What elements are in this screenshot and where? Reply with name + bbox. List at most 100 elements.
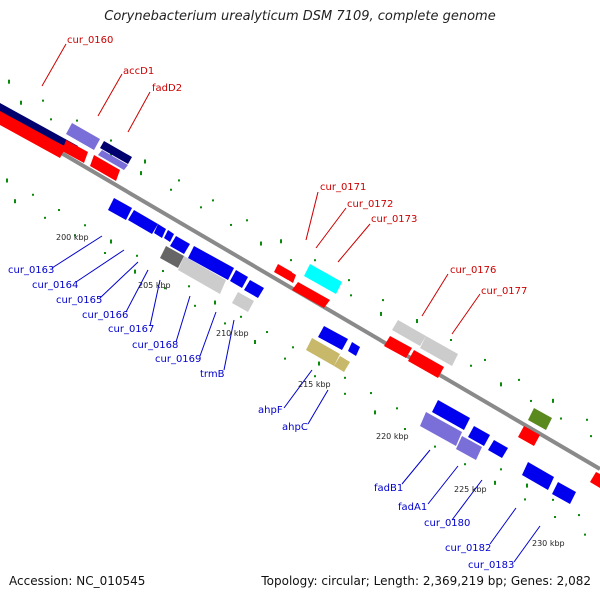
gc-skew-dot bbox=[518, 378, 520, 381]
gene-label: accD1 bbox=[123, 66, 154, 77]
gene-ahpC bbox=[334, 356, 350, 372]
reverse-strand-features bbox=[108, 198, 576, 504]
gene-cur_0164 bbox=[128, 210, 158, 234]
gene-label: cur_0160 bbox=[67, 35, 113, 46]
gc-skew-dot bbox=[32, 193, 34, 196]
gc-skew-dot bbox=[494, 480, 496, 485]
gene-label: cur_0172 bbox=[347, 199, 393, 210]
gc-skew-dot bbox=[8, 79, 10, 84]
gene-cur_0167 bbox=[170, 236, 190, 254]
scale-label: 200 kbp bbox=[56, 233, 89, 242]
gene-labels-reverse: cur_0163 cur_0164 cur_0165 cur_0166 cur_… bbox=[8, 265, 514, 571]
gc-skew-dot bbox=[104, 252, 106, 255]
cds-forward-red-5 bbox=[285, 270, 296, 283]
gc-skew-dot bbox=[314, 375, 316, 378]
gc-skew-dot bbox=[164, 287, 166, 290]
gc-skew-dot bbox=[434, 445, 436, 448]
gc-skew-dot bbox=[560, 417, 562, 420]
gene-label: ahpF bbox=[258, 405, 283, 416]
gene-cur_0169 bbox=[230, 270, 248, 288]
gc-skew-dot bbox=[396, 407, 398, 410]
cds-forward-red-3 bbox=[90, 155, 120, 181]
gc-skew-dot bbox=[188, 285, 190, 288]
gc-skew-dot bbox=[224, 322, 226, 325]
gc-skew-dot bbox=[500, 468, 502, 471]
gc-skew-dot bbox=[350, 294, 352, 297]
cds-forward-red-7 bbox=[408, 350, 444, 378]
gc-skew-dot bbox=[578, 514, 580, 517]
gc-skew-dot bbox=[584, 533, 586, 536]
scale-label: 230 kbp bbox=[532, 539, 565, 548]
gc-skew-dot bbox=[214, 300, 216, 305]
gene-label: ahpC bbox=[282, 422, 308, 433]
gene-label: cur_0169 bbox=[155, 354, 201, 365]
gc-skew-dot bbox=[552, 498, 554, 501]
gc-skew-dot bbox=[260, 241, 262, 246]
gc-skew-dot bbox=[404, 428, 406, 431]
gene-label: cur_0182 bbox=[445, 543, 491, 554]
gc-skew-dot bbox=[266, 331, 268, 334]
gc-skew-dot bbox=[162, 270, 164, 273]
cds-forward-red-1 bbox=[0, 111, 66, 158]
cds-reverse-blue-2 bbox=[318, 326, 348, 350]
scale-label: 210 kbp bbox=[216, 329, 249, 338]
gene-label: cur_0180 bbox=[424, 518, 470, 529]
cds-forward-red-8 bbox=[518, 426, 540, 446]
gc-skew-dot bbox=[212, 199, 214, 202]
scale-label: 220 kbp bbox=[376, 432, 409, 441]
gene-label: cur_0176 bbox=[450, 265, 496, 276]
gene-trmB bbox=[232, 292, 254, 312]
gc-skew-dot bbox=[464, 463, 466, 466]
cds-reverse-blue-4 bbox=[432, 400, 470, 430]
gc-skew-dot bbox=[370, 392, 372, 395]
gene-cur_0177 bbox=[420, 336, 458, 366]
gc-skew-dot bbox=[58, 209, 60, 212]
gc-skew-dot bbox=[470, 364, 472, 367]
gc-skew-dot bbox=[530, 399, 532, 402]
gene-label: cur_0164 bbox=[32, 280, 78, 291]
forward-strand-features bbox=[0, 103, 600, 488]
gene-label: trmB bbox=[200, 369, 225, 380]
gene-label: fadB1 bbox=[374, 483, 403, 494]
gc-skew-dot bbox=[254, 340, 256, 345]
gc-skew-dot bbox=[200, 206, 202, 209]
gene-cur_0180 bbox=[468, 426, 490, 446]
gene-cur_0172 bbox=[304, 264, 342, 294]
gc-skew-dot bbox=[14, 199, 16, 204]
gc-skew-dot bbox=[230, 223, 232, 226]
gene-cur_0168 bbox=[188, 246, 234, 280]
gc-skew-dot bbox=[42, 99, 44, 102]
gene-labels-forward: cur_0160 accD1 fadD2 cur_0171 cur_0172 c… bbox=[67, 35, 527, 297]
gc-skew-dot bbox=[84, 224, 86, 227]
gc-skew-dot bbox=[344, 376, 346, 379]
cds-forward-track1 bbox=[0, 103, 78, 151]
gc-skew-dot bbox=[194, 304, 196, 307]
gc-skew-dot bbox=[170, 188, 172, 191]
gene-label: cur_0171 bbox=[320, 182, 366, 193]
gene-cur_0165 bbox=[154, 224, 166, 238]
gc-skew-dot bbox=[314, 259, 316, 262]
gc-skew-dot bbox=[382, 299, 384, 302]
gc-skew-dot bbox=[6, 178, 8, 183]
gc-skew-dot bbox=[290, 259, 292, 262]
gene-label: cur_0163 bbox=[8, 265, 54, 276]
gc-skew-dot bbox=[590, 435, 592, 438]
gene-cur_0176 bbox=[392, 320, 426, 346]
gc-skew-dot bbox=[554, 516, 556, 519]
gc-skew-dot bbox=[318, 361, 320, 366]
gene-label: cur_0167 bbox=[108, 324, 154, 335]
gc-skew-dot bbox=[76, 119, 78, 122]
gc-skew-dot bbox=[110, 139, 112, 142]
gc-skew-dot bbox=[348, 279, 350, 282]
gc-skew-dot bbox=[20, 100, 22, 105]
gene-label: cur_0165 bbox=[56, 295, 102, 306]
gc-skew-dot bbox=[524, 498, 526, 501]
gene-cur_0166 bbox=[164, 230, 174, 242]
gc-skew-dot bbox=[586, 418, 588, 421]
genome-summary-text: Topology: circular; Length: 2,369,219 bp… bbox=[261, 574, 591, 588]
gene-cur_0173 bbox=[292, 282, 330, 308]
gc-skew-dot bbox=[140, 171, 142, 176]
gc-skew-dot bbox=[416, 319, 418, 324]
